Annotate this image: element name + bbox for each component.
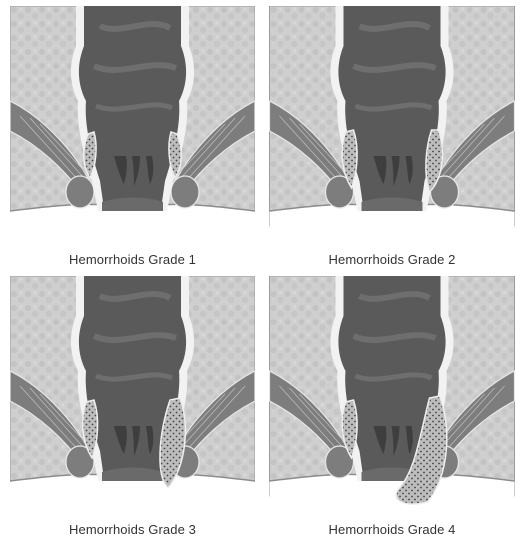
caption-grade-3: Hemorrhoids Grade 3 — [10, 522, 255, 537]
panel-grade-2: Hemorrhoids Grade 2 — [268, 6, 516, 271]
anatomy-illustration-grade-1 — [10, 6, 255, 246]
panel-grade-3: Hemorrhoids Grade 3 — [10, 276, 255, 541]
caption-grade-1: Hemorrhoids Grade 1 — [10, 252, 255, 267]
caption-grade-2: Hemorrhoids Grade 2 — [268, 252, 516, 267]
panel-grade-4: Hemorrhoids Grade 4 — [268, 276, 516, 541]
anatomy-illustration-grade-4 — [268, 276, 516, 516]
anatomy-illustration-grade-2 — [268, 6, 516, 246]
anatomy-illustration-grade-3 — [10, 276, 255, 516]
caption-grade-4: Hemorrhoids Grade 4 — [268, 522, 516, 537]
panel-grade-1: Hemorrhoids Grade 1 — [10, 6, 255, 271]
